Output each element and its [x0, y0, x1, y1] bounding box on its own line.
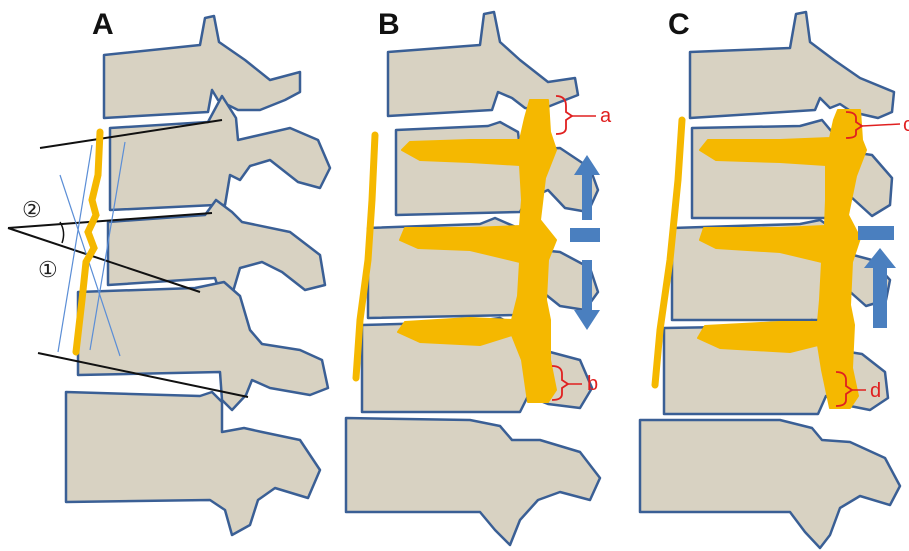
gap-label-c: c: [903, 114, 909, 136]
panel-letter-c: C: [668, 8, 690, 41]
vertebra-c-5: [640, 420, 900, 548]
vertebra-a-5: [66, 392, 320, 535]
panel-letter-a: A: [92, 8, 114, 41]
vertebra-a-4: [78, 282, 328, 410]
vertebra-c-1: [690, 12, 894, 118]
leader-c: [862, 124, 900, 126]
panel-c: C c d: [640, 8, 909, 548]
angle-label-1: ①: [38, 258, 58, 283]
gap-label-b: b: [587, 373, 598, 395]
vertebra-b-5: [346, 418, 600, 545]
angle-arc: [60, 222, 64, 243]
vertebra-a-1: [104, 16, 300, 118]
angle-label-2: ②: [22, 198, 42, 223]
vertebra-b-2: [396, 122, 598, 215]
vertebra-b-1: [388, 12, 578, 116]
panel-a: A ② ①: [8, 8, 330, 535]
panel-letter-b: B: [378, 8, 400, 41]
gap-label-a: a: [600, 105, 612, 127]
gap-label-d: d: [870, 380, 881, 402]
panel-b: B a b: [346, 8, 612, 545]
